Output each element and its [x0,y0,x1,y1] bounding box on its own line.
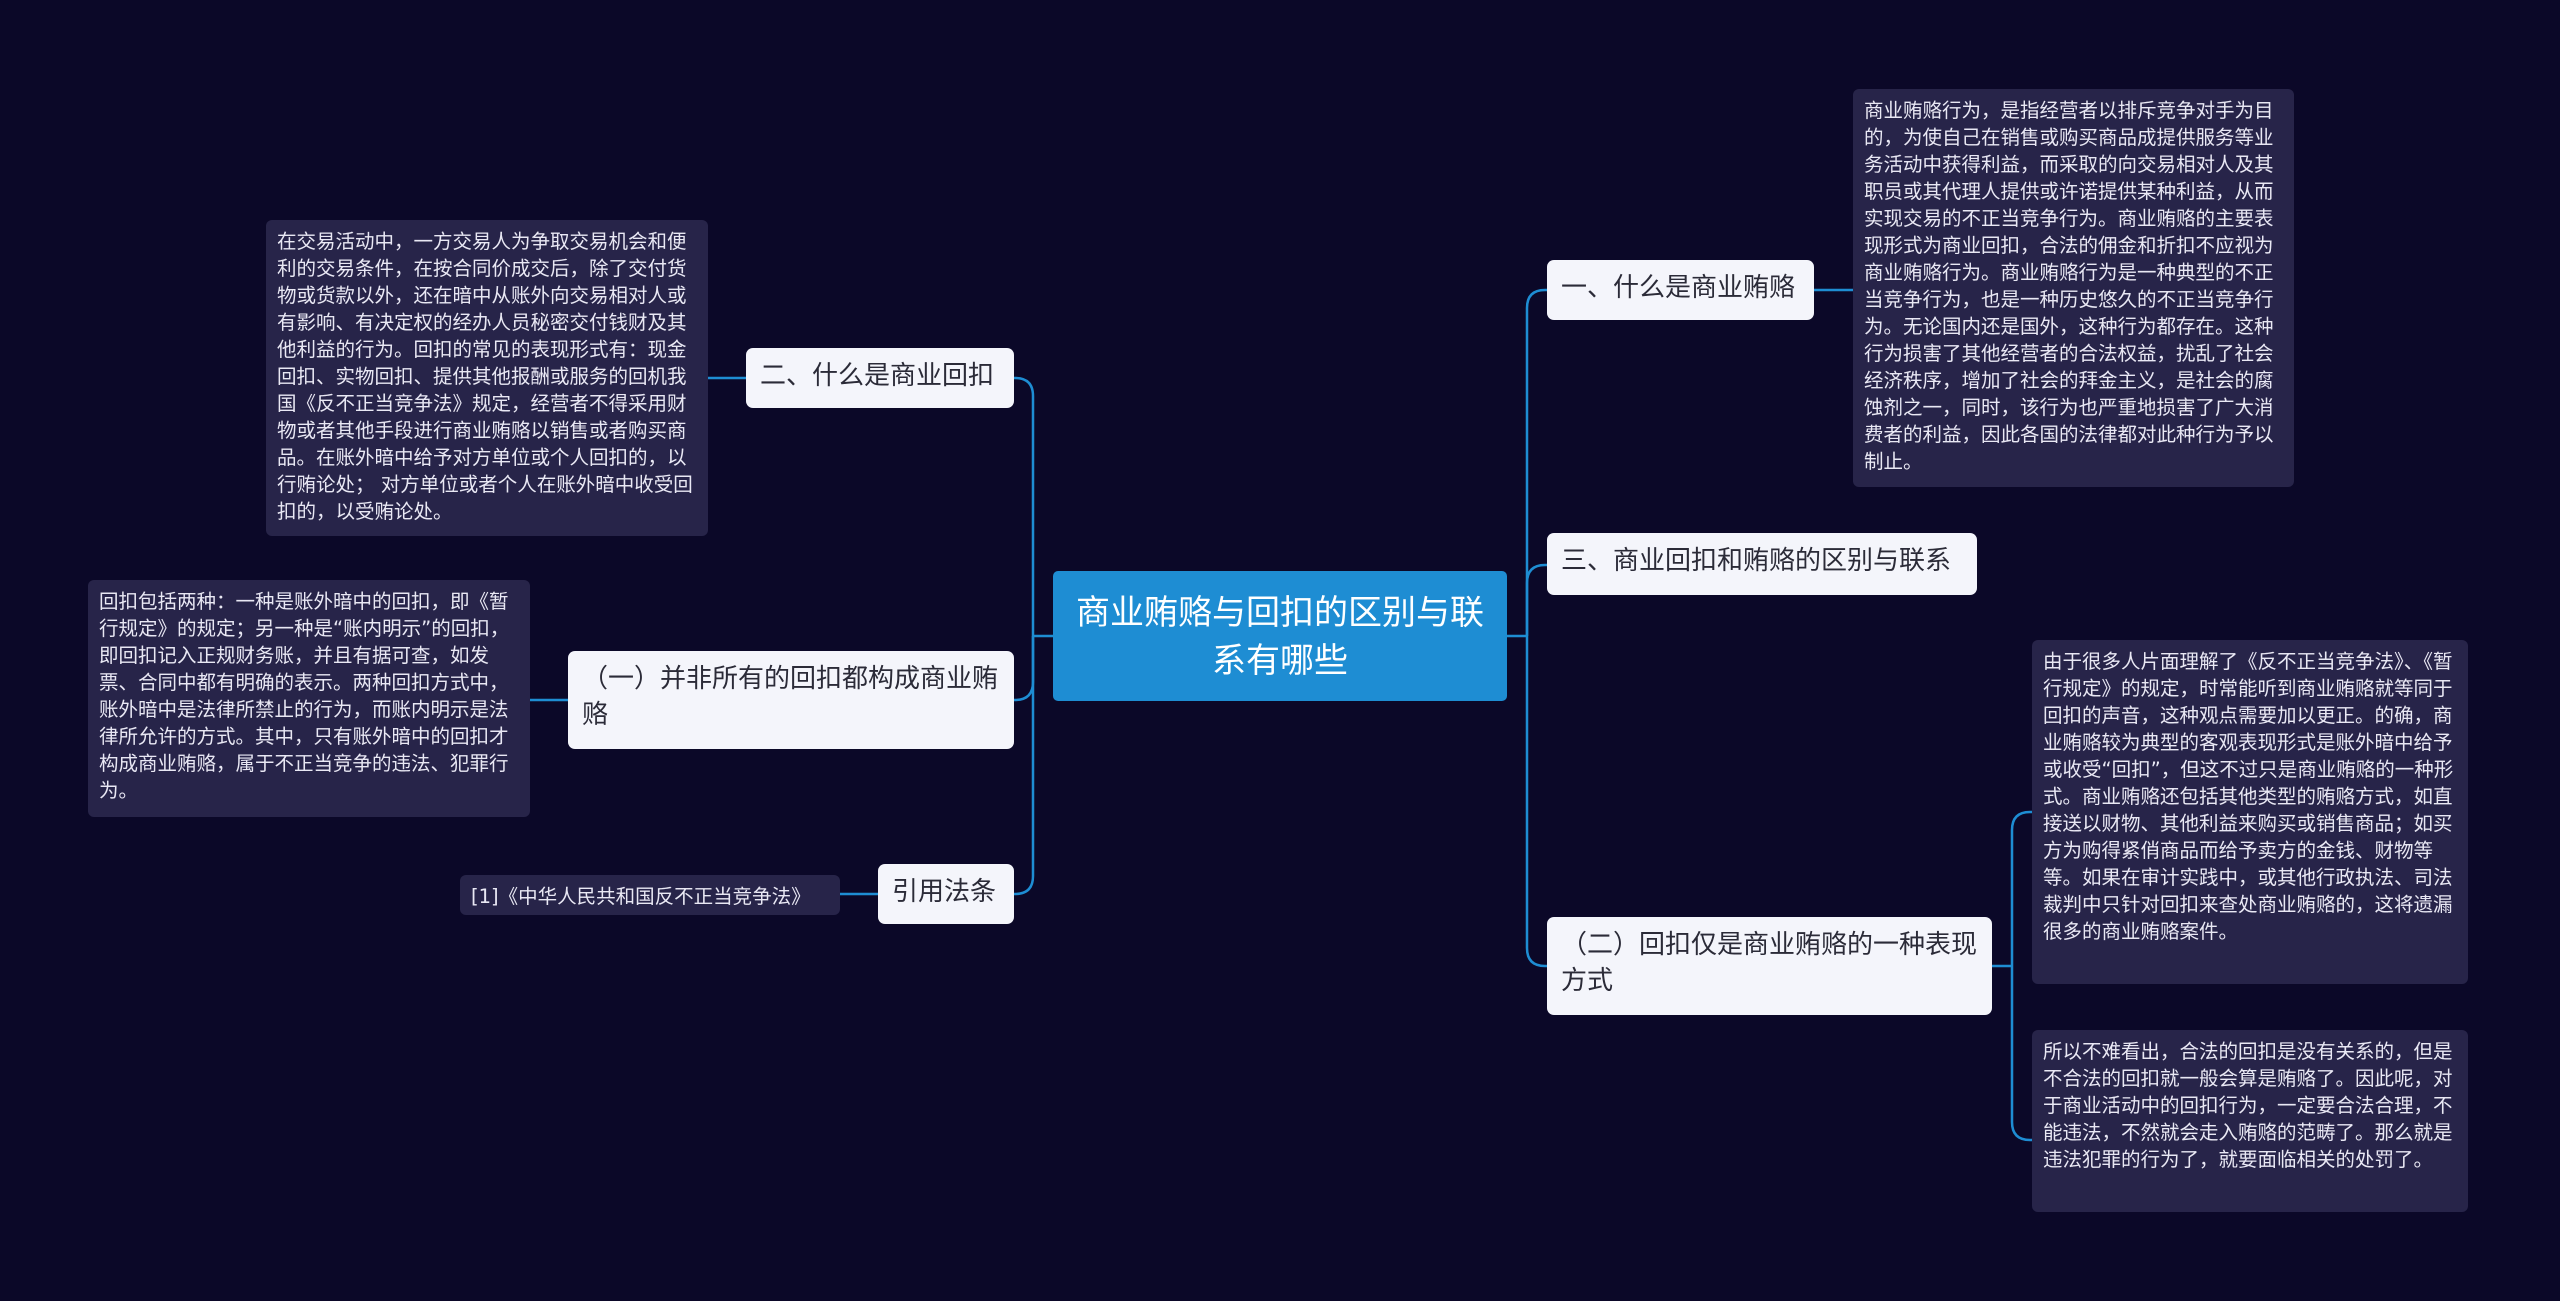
branch-difference-and-relation[interactable]: 三、商业回扣和贿赂的区别与联系 [1547,533,1977,595]
connector-to-b4 [1014,636,1035,702]
branch-cited-law[interactable]: 引用法条 [878,864,1014,924]
central-topic[interactable]: 商业贿赂与回扣的区别与联系有哪些 [1053,571,1507,701]
leaf-legal-kickback-conclusion[interactable]: 所以不难看出，合法的回扣是没有关系的，但是不合法的回扣就一般会算是贿赂了。因此呢… [2032,1030,2468,1212]
leaf-text: 在交易活动中，一方交易人为争取交易机会和便利的交易条件，在按合同价成交后，除了交… [277,230,693,523]
branch-what-is-commercial-kickback[interactable]: 二、什么是商业回扣 [746,348,1014,408]
leaf-kickback-definition[interactable]: 在交易活动中，一方交易人为争取交易机会和便利的交易条件，在按合同价成交后，除了交… [266,220,708,536]
leaf-law-citation[interactable]: [1]《中华人民共和国反不正当竞争法》 [460,875,840,915]
branch-label: （二）回扣仅是商业贿赂的一种表现方式 [1561,930,1978,996]
branch-label: 二、什么是商业回扣 [760,361,995,391]
connector-to-b5 [1525,636,1547,968]
branch-kickback-one-form-of-bribery[interactable]: （二）回扣仅是商业贿赂的一种表现方式 [1547,917,1992,1015]
branch-label: 一、什么是商业贿赂 [1561,273,1796,303]
branch-what-is-commercial-bribery[interactable]: 一、什么是商业贿赂 [1547,260,1814,320]
branch-label: 引用法条 [892,877,997,907]
leaf-text: 商业贿赂行为，是指经营者以排斥竞争对手为目的，为使自己在销售或购买商品成提供服务… [1864,99,2274,473]
connector-to-b2 [1014,376,1035,636]
leaf-text: 回扣包括两种：一种是账外暗中的回扣，即《暂行规定》的规定；另一种是“账内明示”的… [99,590,510,802]
leaf-misunderstanding-of-law[interactable]: 由于很多人片面理解了《反不正当竞争法》、《暂行规定》的规定，时常能听到商业贿赂就… [2032,640,2468,984]
leaf-text: 所以不难看出，合法的回扣是没有关系的，但是不合法的回扣就一般会算是贿赂了。因此呢… [2043,1040,2453,1171]
branch-label: 三、商业回扣和贿赂的区别与联系 [1561,546,1952,576]
connector-to-b6 [1014,636,1035,896]
connector-b5-l5 [2010,810,2032,966]
leaf-text: 由于很多人片面理解了《反不正当竞争法》、《暂行规定》的规定，时常能听到商业贿赂就… [2043,650,2454,943]
branch-not-all-kickbacks-are-bribery[interactable]: （一）并非所有的回扣都构成商业贿赂 [568,651,1014,749]
leaf-two-kinds-of-kickback[interactable]: 回扣包括两种：一种是账外暗中的回扣，即《暂行规定》的规定；另一种是“账内明示”的… [88,580,530,817]
central-topic-label: 商业贿赂与回扣的区别与联系有哪些 [1076,593,1484,681]
connector-b5-l6 [2010,966,2032,1142]
leaf-bribery-definition[interactable]: 商业贿赂行为，是指经营者以排斥竞争对手为目的，为使自己在销售或购买商品成提供服务… [1853,89,2294,487]
leaf-text: [1]《中华人民共和国反不正当竞争法》 [471,885,811,908]
connector-to-b3 [1525,563,1547,636]
branch-label: （一）并非所有的回扣都构成商业贿赂 [582,664,999,730]
connector-to-b1 [1525,288,1547,636]
